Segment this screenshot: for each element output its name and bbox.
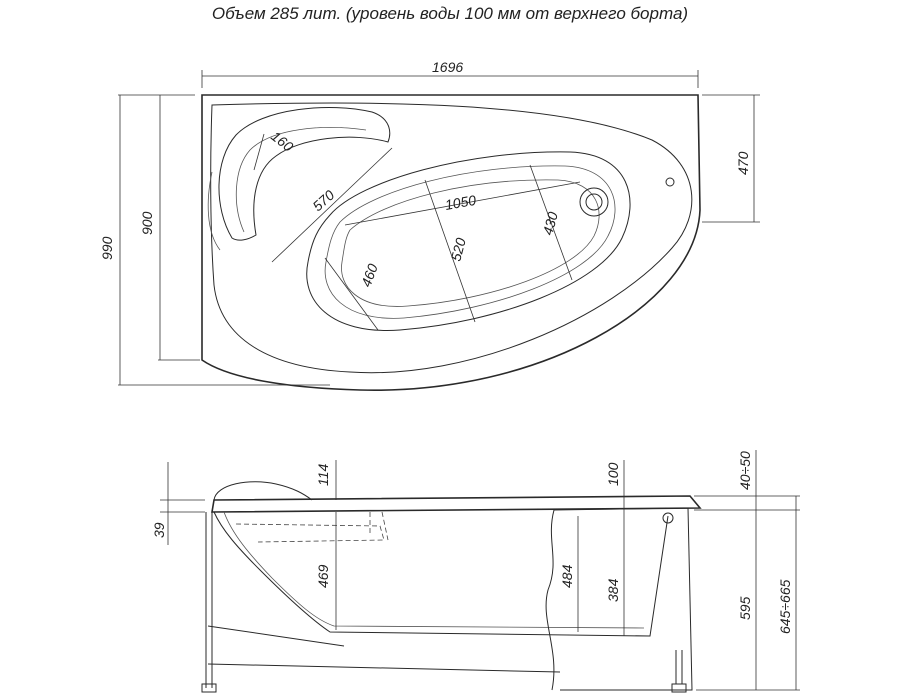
dim-panel-height: 595 [737,596,753,620]
dim-bottom-width-right: 430 [539,210,561,237]
dim-seat-length: 570 [309,187,337,215]
side-bowl-inner [223,511,645,629]
side-headrest [213,481,313,501]
dim-inner-depth: 900 [139,211,155,235]
bowl-wall-outer [306,151,631,331]
seat-outer-curve [207,171,221,251]
dim-depth-front: 384 [605,578,621,602]
dim-seat-width: 160 [268,128,296,155]
dim-overall-length: 1696 [432,59,463,75]
dim-rim-step: 39 [151,522,167,538]
dim-bottom-length: 1050 [444,192,478,213]
dim-bottom-width-mid: 520 [447,236,469,263]
tub-inner-rim [210,102,693,374]
dim-depth-under-seat: 469 [315,564,331,588]
seat-dashed-outline [235,523,385,543]
leg-foot-left [201,683,217,693]
dim-depth-mid: 484 [559,564,575,588]
drain-inner [585,193,603,211]
seat-inner-edge [235,127,367,233]
side-bowl-profile [213,511,669,637]
bowl-bottom [341,179,600,307]
top-view: 1696 990 900 470 160 570 1050 520 430 46… [99,59,760,391]
dim-leg-adjust: 40÷50 [737,451,753,490]
bowl-wall-inner [324,165,616,319]
dim-overall-depth: 990 [99,236,115,260]
dim-right-depth: 470 [735,151,751,175]
drawing-title: Объем 285 лит. (уровень воды 100 мм от в… [211,4,689,23]
seat-headrest [218,106,391,241]
dim-total-height: 645÷665 [777,579,793,634]
drain-outer [579,187,609,217]
leg-foot-right [671,683,687,693]
panel-break-line [545,509,555,691]
tub-outer-rim [201,94,701,391]
dim-seat-height-offset: 114 [315,463,331,486]
overflow-hole [665,177,675,187]
dim-bottom-width-left: 460 [358,261,381,289]
side-view: 39 114 469 100 484 384 40÷50 595 645÷665 [151,450,800,693]
dim-water-level-offset: 100 [605,462,621,486]
front-panel [553,507,693,691]
side-rim [211,495,702,513]
